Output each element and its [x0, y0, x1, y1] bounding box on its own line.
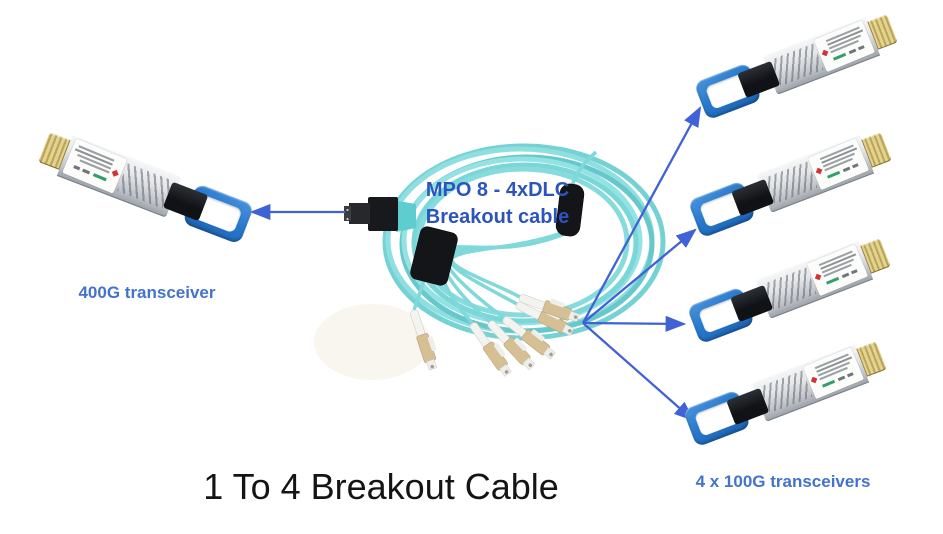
right-transceivers-label: 4 x 100G transceivers	[695, 472, 871, 491]
brand-logo-mark	[815, 167, 823, 175]
brand-logo-mark	[821, 49, 829, 57]
arrow-to-100g-1-icon	[581, 105, 702, 324]
label-fc-mark	[846, 372, 854, 378]
cable-label-line2: Breakout cable	[425, 206, 570, 228]
left-transceiver-label: 400G transceiver	[78, 283, 216, 302]
label-green-mark	[827, 170, 841, 179]
brand-logo-mark	[814, 273, 822, 281]
label-ce-mark	[842, 166, 851, 173]
furcation-splitter	[555, 183, 585, 237]
arrow-to-100g-4-icon	[582, 322, 695, 422]
page-title: 1 To 4 Breakout Cable	[203, 466, 559, 507]
connection-arrows	[249, 105, 702, 422]
label-green-mark	[92, 173, 107, 182]
brand-logo-mark	[810, 376, 818, 384]
arrow-to-100g-2-icon	[582, 228, 697, 324]
brand-logo-mark	[111, 169, 119, 177]
label-green-mark	[833, 52, 847, 61]
label-fc-mark	[851, 163, 859, 169]
mpo-connector	[344, 197, 416, 232]
label-ce-mark	[82, 168, 91, 175]
label-fc-mark	[857, 45, 865, 51]
cable-label-line1: MPO 8 - 4xDLC	[425, 179, 570, 201]
soft-shadow	[314, 304, 430, 380]
label-green-mark	[822, 379, 836, 388]
cable-label: MPO 8 - 4xDLC Breakout cable	[415, 177, 580, 231]
label-green-mark	[826, 276, 840, 285]
label-fc-mark	[73, 165, 81, 171]
label-ce-mark	[837, 375, 846, 382]
arrow-to-100g-3-icon	[582, 315, 687, 332]
label-ce-mark	[841, 272, 850, 279]
velcro-strap	[410, 226, 458, 286]
label-ce-mark	[848, 48, 857, 55]
label-fc-mark	[850, 269, 858, 275]
